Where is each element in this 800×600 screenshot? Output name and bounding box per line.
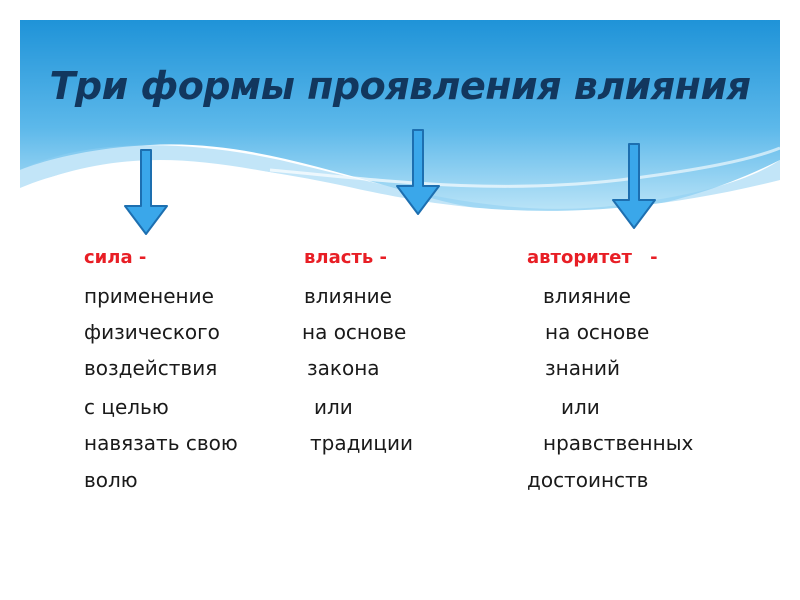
column-line: на основе bbox=[545, 320, 650, 344]
column-line: традиции bbox=[310, 431, 414, 455]
column-line: достоинств bbox=[527, 468, 649, 492]
column-line: знаний bbox=[545, 356, 621, 380]
column-line: применение bbox=[84, 284, 214, 308]
column-line: или bbox=[314, 395, 353, 419]
column-heading: власть - bbox=[304, 247, 387, 268]
column-line: или bbox=[561, 395, 600, 419]
column-line: физического bbox=[84, 320, 220, 344]
column-heading: сила - bbox=[84, 247, 147, 268]
column-line: волю bbox=[84, 468, 138, 492]
column-heading: авторитет - bbox=[527, 247, 658, 268]
column-line: с целью bbox=[84, 395, 169, 419]
down-arrow-icon bbox=[124, 149, 168, 235]
column-line: на основе bbox=[302, 320, 407, 344]
sky-wave-banner bbox=[20, 20, 780, 230]
column-line: навязать свою bbox=[84, 431, 238, 455]
slide-title: Три формы проявления влияния bbox=[49, 64, 751, 108]
column-line: влияние bbox=[543, 284, 631, 308]
column-line: воздействия bbox=[84, 356, 218, 380]
column-line: влияние bbox=[304, 284, 392, 308]
column-line: закона bbox=[307, 356, 380, 380]
column-line: нравственных bbox=[543, 431, 694, 455]
down-arrow-icon bbox=[612, 143, 656, 229]
down-arrow-icon bbox=[396, 129, 440, 215]
